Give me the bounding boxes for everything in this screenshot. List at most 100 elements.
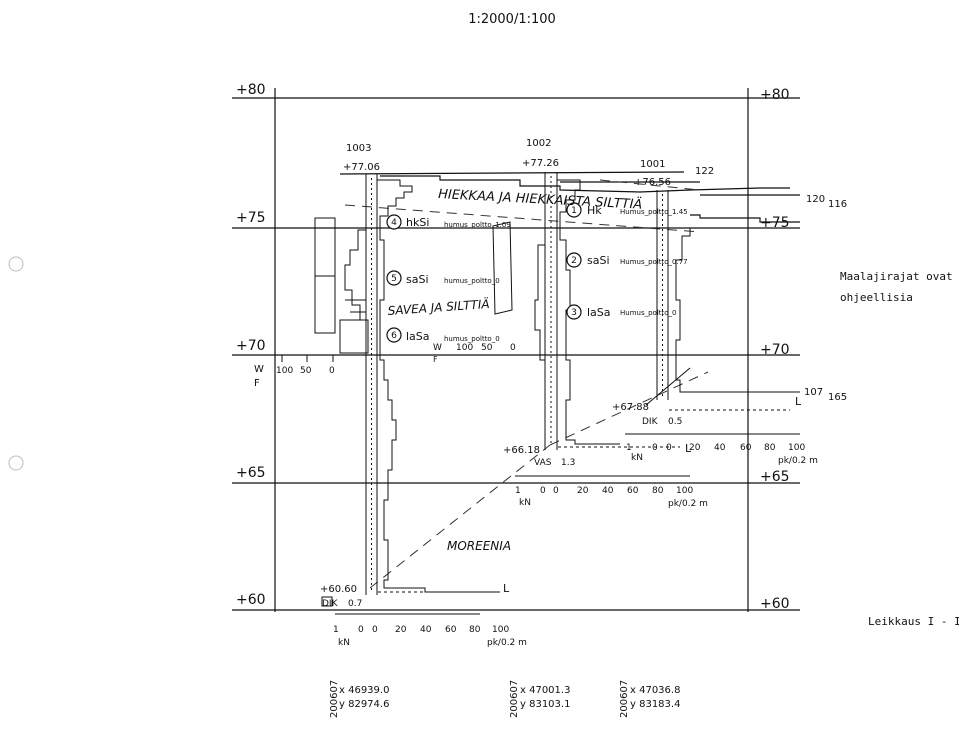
wf-w-label: W (254, 364, 264, 375)
scale-bh1002: 1 0 0 20 40 60 80 100 kN pk/0.2 m (515, 475, 708, 509)
bh1001-pk-tick-80: 80 (764, 443, 776, 453)
bh1003-layer-1-soil: hkSi (406, 216, 429, 229)
elev-left-65: +65 (236, 465, 266, 481)
bh1003-pk-label: pk/0.2 m (487, 638, 527, 648)
bh1003-top-elev: +77.06 (343, 162, 380, 173)
wf-tick-50-2: 50 (481, 343, 493, 353)
wf-tick-0-2: 0 (510, 343, 516, 353)
bh1002-bottom-elev: +66.18 (503, 445, 540, 456)
elevation-labels-left: +80 +75 +70 +65 +60 (236, 82, 266, 608)
bh1002-id: 1002 (526, 138, 551, 149)
bh1001-bottom-elev: +67.88 (612, 402, 649, 413)
bh1002-kn-tick-0: 0 (540, 486, 546, 496)
borehole-1003: 1003 +77.06 4 5 6 hkSi humus_poltto_1.09 (320, 143, 511, 609)
bh1003-dik: DIK (322, 599, 339, 609)
bh1003-pk-tick-0: 0 (372, 625, 378, 635)
elev-right-65: +65 (760, 469, 790, 485)
label-116: 116 (828, 199, 847, 210)
label-122: 122 (695, 166, 714, 177)
bh1003-layer-2-num: 5 (391, 274, 397, 284)
bh1001-pk-tick-20: 20 (689, 443, 701, 453)
bh1002-kn-label: kN (519, 498, 531, 508)
wf-tick-0: 0 (329, 366, 335, 376)
coord-2-code: 200607 (509, 680, 520, 718)
binder-holes (8, 256, 24, 471)
bh1003-kn-tick-0: 0 (358, 625, 364, 635)
bh1003-id: 1003 (346, 143, 371, 154)
bh1001-pk-tick-40: 40 (714, 443, 726, 453)
bh1003-layer-3-num: 6 (391, 331, 397, 341)
bh1002-pk-tick-60: 60 (627, 486, 639, 496)
coord-3-code: 200607 (619, 680, 630, 718)
wf-f-label: F (254, 378, 260, 389)
elev-right-60: +60 (760, 596, 790, 612)
elev-right-75: +75 (760, 215, 790, 231)
bh1003-kn-label: kN (338, 638, 350, 648)
elev-left-80: +80 (236, 82, 266, 98)
note-leikkaus: Leikkaus I - I (868, 615, 959, 628)
coord-1-x: x 46939.0 (339, 685, 389, 696)
elev-left-60: +60 (236, 592, 266, 608)
bh1001-dik: DIK (642, 417, 659, 427)
coord-2-y: y 83103.1 (520, 699, 570, 710)
scale-title: 1:2000/1:100 (468, 12, 556, 27)
wf-tick-100-2: 100 (456, 343, 473, 353)
coord-1-y: y 82974.6 (339, 699, 389, 710)
bh1002-layer-3-test: Humus_poltto_0 (620, 309, 677, 317)
scale-bh1003: 1 0 0 20 40 60 80 100 kN pk/0.2 m (333, 613, 527, 648)
bh1002-pk-tick-0: 0 (553, 486, 559, 496)
bh1001-pk-label: pk/0.2 m (778, 456, 818, 466)
coord-3-y: y 83183.4 (630, 699, 680, 710)
bh1002-layer-1-num: 1 (571, 206, 577, 216)
coord-1-code: 200607 (329, 680, 340, 718)
notes: Maalajirajat ovat ohjeellisia Leikkaus I… (840, 270, 959, 628)
soil-labels: HIEKKAA JA HIEKKAISTA SILTTIÄ SAVEA JA S… (387, 186, 643, 553)
elev-left-75: +75 (236, 210, 266, 226)
note-ohjeellisia: ohjeellisia (840, 291, 913, 304)
coord-3-x: x 47036.8 (630, 685, 680, 696)
soil-boundaries (344, 179, 709, 589)
bh1001-dik-val: 0.5 (668, 417, 682, 427)
elevation-labels-right: +80 +75 +70 +65 +60 (760, 87, 790, 612)
bh1002-layer-3-soil: laSa (587, 306, 611, 319)
bh1003-pk-tick-80: 80 (469, 625, 481, 635)
label-120: 120 (806, 194, 825, 205)
bh1003-bottom-elev: +60.60 (320, 584, 357, 595)
bh1003-end-mark: L (503, 582, 510, 595)
bh1003-layer-1-test: humus_poltto_1.09 (444, 221, 511, 229)
bh1003-layer-1-num: 4 (391, 218, 397, 228)
wf-f-label-2: F (433, 355, 438, 364)
bh1001-pk-tick-60: 60 (740, 443, 752, 453)
weight-sounding-bars (314, 217, 513, 354)
bh1001-pk-tick-100: 100 (788, 443, 805, 453)
borehole-1002: 1002 +77.26 1 2 3 Hk Humus_poltto_1.45 s… (503, 138, 692, 468)
bh1002-vas: VAS (534, 458, 552, 468)
wf-w-label-2: W (433, 343, 442, 353)
side-labels: 122 120 116 107 165 (695, 166, 847, 403)
bh1002-kn-tick-1: 1 (515, 486, 521, 496)
bh1002-pk-tick-20: 20 (577, 486, 589, 496)
bh1002-vas-val: 1.3 (561, 458, 575, 468)
bh1001-id: 1001 (640, 159, 665, 170)
bh1003-pk-tick-100: 100 (492, 625, 509, 635)
bh1003-dik-val: 0.7 (348, 599, 362, 609)
bh1003-kn-tick-1: 1 (333, 625, 339, 635)
bh1002-pk-label: pk/0.2 m (668, 499, 708, 509)
ground-surface (339, 171, 800, 223)
bh1002-pk-tick-40: 40 (602, 486, 614, 496)
elev-right-70: +70 (760, 342, 790, 358)
wf-tick-100: 100 (276, 366, 293, 376)
note-maalajirajat: Maalajirajat ovat (840, 270, 953, 283)
bh1001-kn-tick-0: 0 (652, 443, 658, 453)
wf-tick-50: 50 (300, 366, 312, 376)
bh1003-pk-tick-60: 60 (445, 625, 457, 635)
bh1002-layer-3-num: 3 (571, 308, 577, 318)
frame (232, 88, 800, 612)
scale-bh1001: 1 0 0 20 40 60 80 100 kN pk/0.2 m (625, 433, 818, 466)
bh1003-layer-2-soil: saSi (406, 273, 429, 286)
bh1002-layer-2-test: Humus_poltto_0.77 (620, 258, 688, 266)
wf-scale: W F 100 50 0 W 100 50 0 F (254, 343, 516, 389)
bh1003-pk-tick-40: 40 (420, 625, 432, 635)
label-saveaa: SAVEA JA SILTTIÄ (387, 296, 490, 318)
